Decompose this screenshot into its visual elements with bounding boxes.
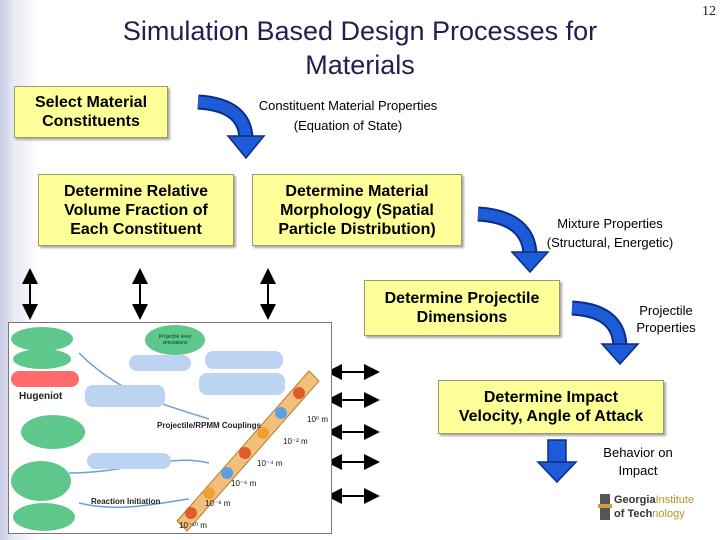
volume-line-1: Determine Relative <box>63 182 209 200</box>
inset-pill-5 <box>87 453 171 469</box>
title-line-1: Simulation Based Design Processes for <box>122 16 598 46</box>
inset-pill-2 <box>85 385 165 407</box>
morphology-line-2: Morphology (Spatial <box>280 201 434 219</box>
inset-blob-5 <box>13 503 75 531</box>
scale-band <box>176 370 320 532</box>
inset-pill-4 <box>199 373 285 395</box>
impact-line-2: Velocity, Angle of Attack <box>458 408 644 425</box>
inset-blob-2 <box>13 349 71 369</box>
inset-graphics <box>68 352 320 532</box>
mixture-line-2: (Structural, Energetic) <box>546 235 674 250</box>
projectile-props-line-1: Projectile <box>639 303 693 318</box>
behavior-label: Behavior on Impact <box>590 444 686 480</box>
reaction-initiation-label: Reaction Initiation <box>91 497 161 506</box>
scale-1e-10: 10⁻¹⁰ m <box>179 521 207 530</box>
georgia-tech-logo: GeorgiaInstitute of Technology <box>598 492 708 524</box>
hugeniot-label: Hugeniot <box>19 391 63 402</box>
inset-blob-4 <box>11 461 71 501</box>
projectile-props-line-2: Properties <box>636 320 696 335</box>
inset-blob-3 <box>21 415 85 449</box>
curved-arrow-2 <box>477 206 550 274</box>
constituent-line-2: (Equation of State) <box>293 118 403 133</box>
curved-arrow-1 <box>197 94 266 160</box>
title-line-2: Materials <box>305 50 415 80</box>
page-number: 12 <box>702 4 716 19</box>
inset-pill-1 <box>129 355 191 371</box>
select-material-line-2: Constituents <box>42 113 140 130</box>
impact-line-1: Determine Impact <box>483 389 619 406</box>
curved-arrow-3 <box>571 300 640 366</box>
volume-line-3: Each Constituent <box>70 220 202 238</box>
logo-of-tech: of Tech <box>614 508 653 520</box>
behavior-line-2: Impact <box>618 463 658 478</box>
down-arrow-behavior <box>536 439 578 484</box>
morphology-line-3: Particle Distribution) <box>278 220 436 238</box>
select-material-line-1: Select Material <box>34 94 148 111</box>
inset-red-pill <box>11 371 79 387</box>
projectile-line-2: Dimensions <box>416 309 508 326</box>
couplings-label: Projectile/RPMM Couplings <box>157 421 262 430</box>
multiscale-inset-figure: Projectile level simulations Hugeniot Pr… <box>8 322 332 534</box>
scale-1e-2: 10⁻² m <box>283 437 308 446</box>
projectile-simulations-blob: Projectile level simulations <box>145 325 205 355</box>
projectile-line-1: Determine Projectile <box>384 290 540 307</box>
logo-nology: nology <box>652 508 685 520</box>
logo-institute: Institute <box>655 494 695 506</box>
constituent-line-1: Constituent Material Properties <box>258 98 438 113</box>
inset-pill-3 <box>205 351 283 369</box>
behavior-line-1: Behavior on <box>603 445 673 460</box>
scale-1e0: 10⁰ m <box>307 415 328 424</box>
logo-georgia: Georgia <box>614 494 656 506</box>
morphology-line-1: Determine Material <box>285 182 429 200</box>
scale-1e-4: 10⁻⁴ m <box>257 459 283 468</box>
logo-mark <box>598 494 612 520</box>
scale-1e-8: 10⁻⁸ m <box>205 499 231 508</box>
scale-1e-6: 10⁻⁶ m <box>231 479 257 488</box>
mixture-line-1: Mixture Properties <box>557 216 663 231</box>
volume-line-2: Volume Fraction of <box>64 201 208 219</box>
slide-title: Simulation Based Design Processes for Ma… <box>90 14 630 82</box>
projectile-properties-label: Projectile Properties <box>624 302 708 336</box>
mixture-properties-label: Mixture Properties (Structural, Energeti… <box>530 214 690 252</box>
constituent-properties-label: Constituent Material Properties (Equatio… <box>230 96 466 136</box>
inset-blob-1 <box>11 327 73 351</box>
